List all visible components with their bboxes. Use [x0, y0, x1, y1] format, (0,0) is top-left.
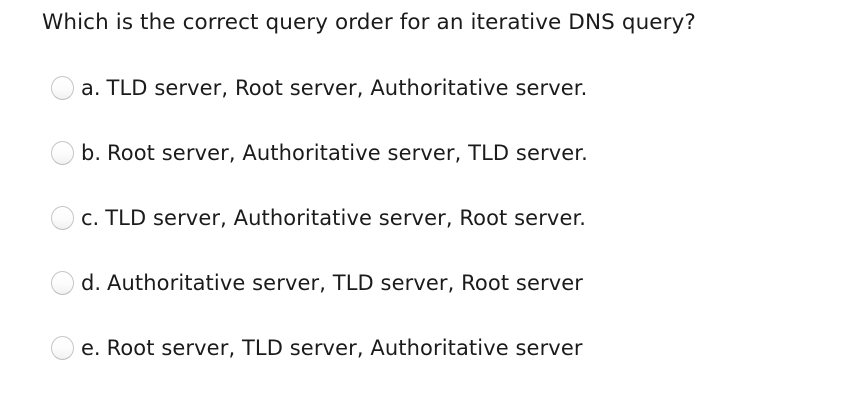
option-text: TLD server, Authoritative server, Root s… — [105, 205, 587, 230]
answer-option-b[interactable]: b. Root server, Authoritative server, TL… — [51, 139, 862, 166]
radio-button-icon[interactable] — [51, 75, 74, 100]
option-text: Root server, Authoritative server, TLD s… — [107, 140, 588, 165]
option-letter: b. — [81, 140, 102, 165]
option-text: Authoritative server, TLD server, Root s… — [107, 270, 584, 295]
answer-options: a. TLD server, Root server, Authoritativ… — [51, 74, 862, 361]
answer-option-d[interactable]: d. Authoritative server, TLD server, Roo… — [51, 269, 862, 296]
option-text: Root server, TLD server, Authoritative s… — [106, 335, 583, 360]
answer-option-a[interactable]: a. TLD server, Root server, Authoritativ… — [51, 74, 862, 101]
option-letter: e. — [81, 335, 101, 360]
radio-button-icon[interactable] — [51, 270, 74, 295]
option-text: TLD server, Root server, Authoritative s… — [106, 75, 588, 100]
option-letter: d. — [81, 270, 102, 295]
question-text: Which is the correct query order for an … — [42, 10, 696, 35]
option-letter: c. — [81, 205, 100, 230]
answer-option-c[interactable]: c. TLD server, Authoritative server, Roo… — [51, 204, 862, 231]
option-letter: a. — [81, 75, 101, 100]
radio-button-icon[interactable] — [51, 205, 74, 230]
radio-button-icon[interactable] — [51, 140, 74, 165]
radio-button-icon[interactable] — [51, 335, 74, 360]
answer-option-e[interactable]: e. Root server, TLD server, Authoritativ… — [51, 334, 862, 361]
